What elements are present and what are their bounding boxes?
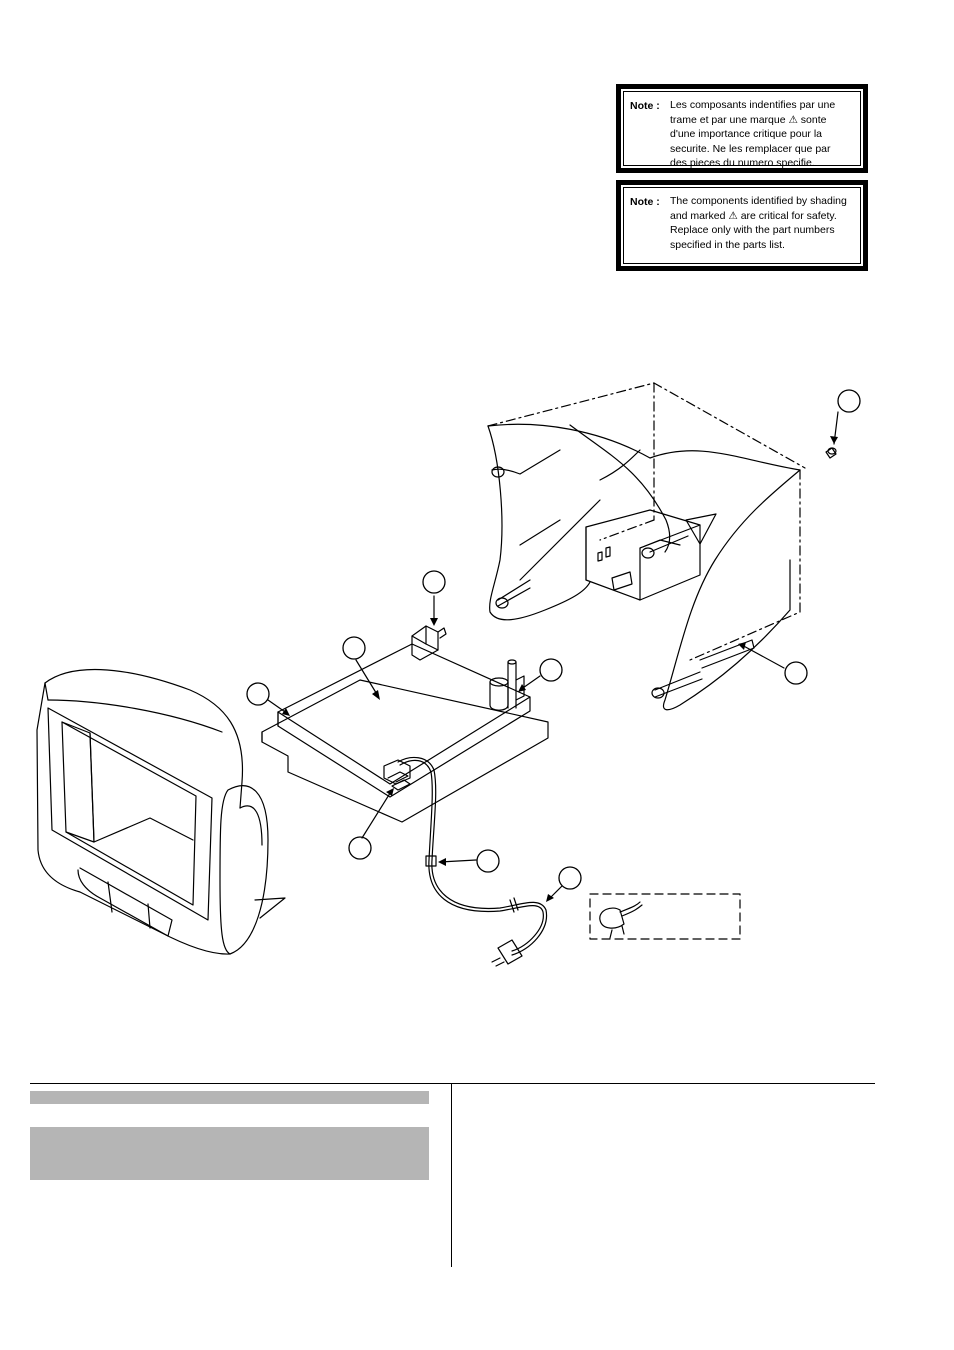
tuner xyxy=(411,625,447,661)
callout-power-cord xyxy=(558,866,582,890)
back-cover xyxy=(487,423,801,711)
power-cord-clamp xyxy=(425,855,437,867)
note-line: Les composants indentifies par une xyxy=(670,99,836,111)
note-text-french: Les composants indentifies par une trame… xyxy=(670,98,866,171)
screen-bezel xyxy=(47,707,213,921)
note-line: The components identified by shading xyxy=(670,195,847,207)
callout-circles xyxy=(246,389,861,890)
note-label: Note : xyxy=(630,196,660,208)
shaded-row-block xyxy=(30,1127,429,1180)
table-top-rule xyxy=(30,1083,875,1084)
callout-back-cover-screw xyxy=(837,389,861,413)
shaded-row-header xyxy=(30,1091,429,1104)
ac-switch xyxy=(383,759,411,791)
callout-tuner xyxy=(422,570,446,594)
crt-screen-opening xyxy=(61,721,197,906)
note-label: Note : xyxy=(630,100,660,112)
uk-plug-variant xyxy=(589,893,741,940)
note-line: des pieces du numero specifie. xyxy=(670,157,815,169)
note-box-french: Note : Les composants indentifies par un… xyxy=(616,84,868,173)
note-line: d'une importance critique pour la xyxy=(670,128,823,140)
eu-plug xyxy=(497,939,523,965)
note-line: trame et par une marque ⚠ sonte xyxy=(670,113,827,126)
flyback-transformer xyxy=(489,659,525,711)
callout-cord-clamp xyxy=(476,849,500,873)
cover-screw xyxy=(825,447,837,459)
note-box-inner-border xyxy=(623,91,861,166)
table-column-divider xyxy=(451,1083,452,1267)
callout-speaker-holder xyxy=(784,661,808,685)
note-line: Replace only with the part numbers xyxy=(670,224,835,236)
side-speaker-grille xyxy=(219,785,269,955)
callout-shield xyxy=(246,682,270,706)
front-cabinet xyxy=(36,668,286,955)
main-pcb xyxy=(277,643,531,798)
caution-label xyxy=(685,513,717,545)
callout-flyback xyxy=(539,658,563,682)
note-box-inner-border xyxy=(623,187,861,264)
shield-plate xyxy=(261,679,549,823)
projection-lines xyxy=(487,382,806,661)
callout-leaders xyxy=(267,411,839,901)
callout-ac-switch xyxy=(348,836,372,860)
note-line: and marked ⚠ are critical for safety. xyxy=(670,209,837,222)
note-line: securite. Ne les remplacer que par xyxy=(670,142,831,155)
callout-main-pcb xyxy=(342,636,366,660)
power-cord xyxy=(397,756,548,967)
note-text-english: The components identified by shading and… xyxy=(670,194,866,252)
callout-arrowheads xyxy=(282,436,838,902)
note-line: specified in the parts list. xyxy=(670,238,785,251)
note-box-english: Note : The components identified by shad… xyxy=(616,180,868,271)
